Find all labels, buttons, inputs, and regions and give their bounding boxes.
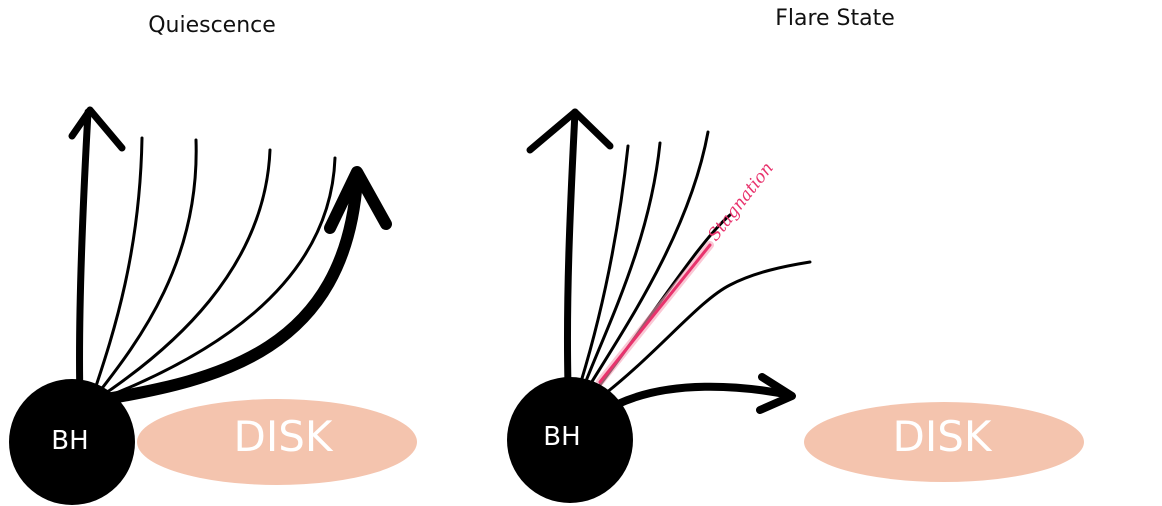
- flare-jet-arrow: [567, 112, 575, 385]
- quiescence-field-line: [96, 140, 196, 396]
- quiescence-panel: Quiescence DISK BH: [9, 13, 417, 505]
- quiescence-jet-arrow: [79, 112, 88, 400]
- flare-bh-label: BH: [543, 422, 580, 452]
- quiescence-field-line: [93, 138, 142, 395]
- quiescence-jet-arrowhead: [72, 110, 122, 148]
- quiescence-bh-label: BH: [51, 426, 88, 456]
- flare-disk-label: DISK: [893, 412, 993, 461]
- flare-panel: Flare State DISK Stagnation BH: [507, 6, 1084, 503]
- quiescence-title: Quiescence: [148, 13, 276, 38]
- quiescence-outflow-arrow: [100, 180, 357, 400]
- flare-outflow-arrow: [618, 387, 790, 404]
- flare-field-line: [580, 146, 628, 385]
- quiescence-disk-label: DISK: [234, 412, 334, 461]
- stagnation-label: Stagnation: [704, 159, 778, 245]
- flare-field-line: [606, 262, 810, 393]
- flare-title: Flare State: [775, 6, 895, 31]
